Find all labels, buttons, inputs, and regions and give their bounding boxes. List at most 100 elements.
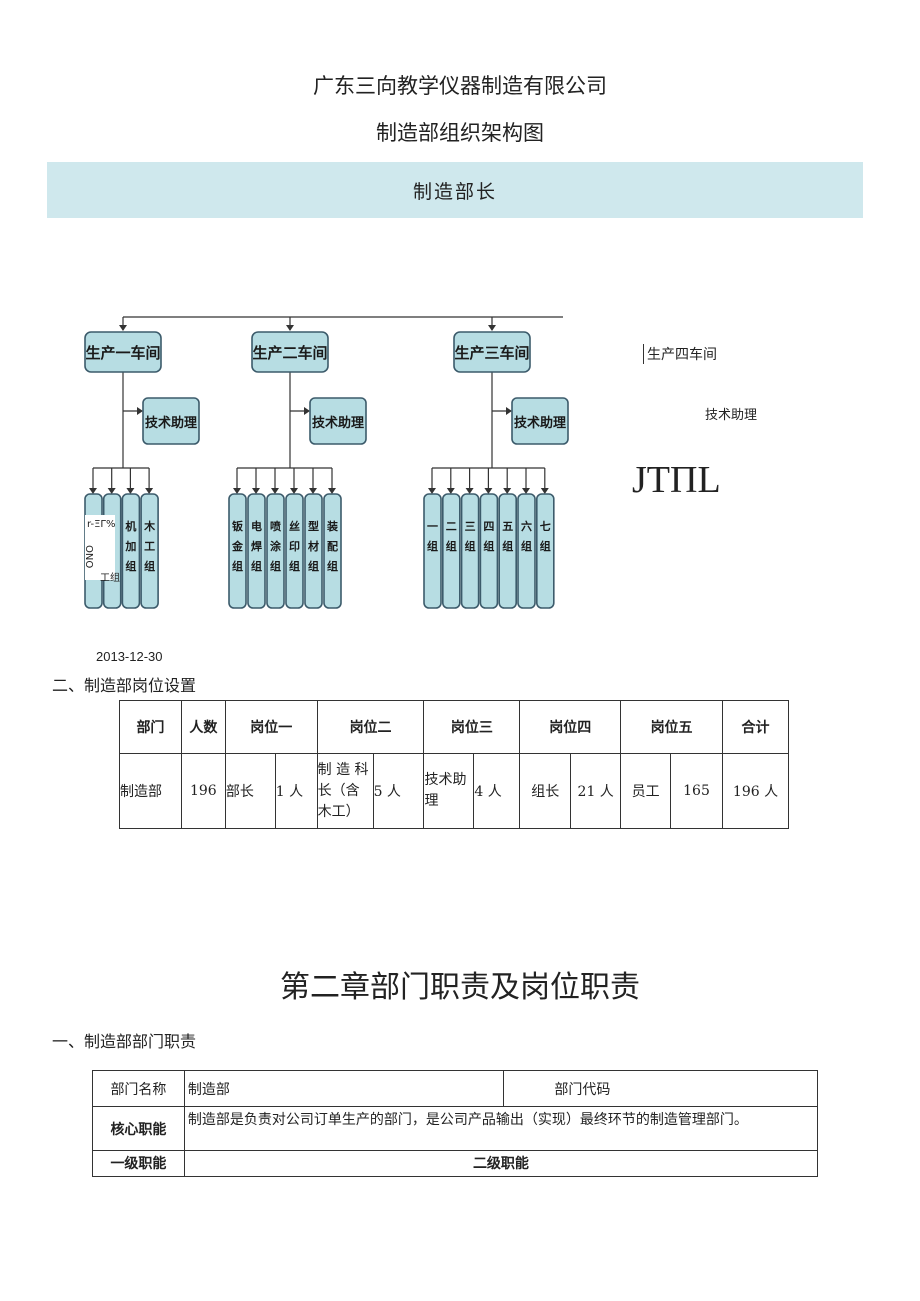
group-label: 组	[502, 539, 513, 553]
group-arrow	[290, 488, 298, 494]
group-arrow	[107, 488, 116, 494]
chapter-title: 第二章部门职责及岗位职责	[280, 970, 640, 1005]
assistant-arrow	[506, 407, 512, 415]
group-label: 组	[232, 559, 243, 573]
group-label: 喷	[270, 519, 281, 533]
group-label: 组	[144, 559, 155, 573]
group-box	[498, 493, 518, 609]
group-box	[247, 493, 266, 609]
core-function-text: 制造部是负责对公司订单生产的部门，是公司产品输出（实现）最终环节的制造管理部门。	[183, 1106, 819, 1151]
group-box	[423, 493, 442, 609]
group-arrow	[89, 488, 97, 494]
table-row: 一级职能 二级职能	[92, 1150, 819, 1177]
group-label: 一	[427, 520, 438, 533]
p3-num-cell: 4 人	[473, 753, 521, 829]
table-row: 制造部 196 部长 1 人 制 造 科 长（含木工） 5 人 技术助理 4 人…	[119, 753, 790, 829]
group-label: 工	[144, 540, 155, 553]
header-cell: 岗位二	[316, 700, 425, 754]
group-label: 组	[289, 559, 300, 573]
assistant-arrow	[304, 407, 310, 415]
group-box	[323, 493, 342, 609]
dept-code-label: 部门代码	[503, 1070, 818, 1107]
header-cell: 岗位三	[423, 700, 521, 754]
group-arrow	[484, 488, 493, 494]
group-box	[479, 493, 499, 609]
group-label: 组	[251, 559, 262, 573]
group-arrow	[271, 488, 279, 494]
workshop-arrow	[119, 325, 127, 331]
p5-name-cell: 员工	[620, 753, 672, 829]
assistant-arrow	[137, 407, 143, 415]
header-cell: 岗位四	[519, 700, 622, 754]
group-label: 组	[308, 559, 319, 573]
assistant-label: 技术助理	[312, 415, 364, 431]
group-arrow	[446, 488, 455, 494]
positions-table: 部门 人数 岗位一 岗位二 岗位三 岗位四 岗位五 合计 制造部 196 部长 …	[119, 700, 790, 829]
level1-label: 一级职能	[92, 1150, 185, 1177]
group-label: 组	[540, 539, 551, 553]
group-label: 涂	[270, 539, 282, 553]
workshop-label: 生产一车间	[85, 344, 160, 362]
group-label: 组	[270, 559, 281, 573]
group-label: 装	[326, 519, 338, 533]
group-arrow	[428, 488, 436, 494]
group-label: 七	[540, 519, 551, 533]
group-arrow	[145, 488, 154, 494]
level2-label: 二级职能	[183, 1150, 819, 1177]
group-label: 组	[327, 559, 338, 573]
workshop-label: 生产三车间	[454, 344, 529, 362]
date-label: 2013-12-30	[96, 649, 163, 664]
header-cell: 岗位一	[224, 700, 318, 754]
p2-name-cell: 制 造 科 长（含木工）	[316, 753, 374, 829]
group-arrow	[503, 488, 512, 494]
group-label: 木	[143, 519, 156, 533]
group-label: 材	[308, 539, 319, 553]
group-label: 配	[327, 539, 338, 553]
workshop-box	[84, 331, 162, 373]
table-header-row: 部门 人数 岗位一 岗位二 岗位三 岗位四 岗位五 合计	[119, 700, 790, 754]
group-label: 金	[231, 539, 244, 553]
group-label: 组	[465, 539, 476, 553]
chart-title: 制造部组织架构图	[376, 121, 544, 145]
assistant-box	[309, 397, 367, 445]
workshop-arrow	[286, 325, 294, 331]
assistant-label: 技术助理	[145, 415, 197, 431]
garbled-overlay	[85, 515, 115, 580]
workshop-arrow	[488, 325, 496, 331]
p4-num-cell: 21 人	[570, 753, 622, 829]
director-label: 制造部长	[412, 180, 497, 203]
company-title: 广东三向教学仪器制造有限公司	[313, 74, 607, 98]
group-label: 组	[446, 539, 457, 553]
workshop-box	[251, 331, 329, 373]
group-box	[517, 493, 536, 609]
group-arrow	[465, 488, 474, 494]
p5-num-cell: 165	[670, 753, 723, 829]
workshop-4-assistant: 技术助理	[705, 408, 758, 423]
section-2-title: 二、制造部岗位设置	[52, 676, 197, 695]
p3-name-cell: 技术助理	[423, 753, 475, 829]
total-cell: 196 人	[721, 753, 790, 829]
group-label: 组	[427, 539, 438, 553]
section-1-title: 一、制造部部门职责	[52, 1032, 197, 1051]
org-chart: 生产一车间技术助理机加组木工组生产二车间技术助理钣金组电焊组喷涂组丝印组型材组装…	[83, 316, 569, 609]
group-label: 丝	[289, 519, 300, 533]
group-arrow	[252, 488, 260, 494]
header-cell: 人数	[180, 700, 226, 754]
assistant-label: 技术助理	[514, 415, 566, 431]
group-label: 焊	[251, 539, 262, 553]
workshop-4-label: 生产四车间	[643, 344, 717, 364]
workshop-box	[453, 331, 531, 373]
group-arrow	[522, 488, 530, 494]
group-arrow	[233, 488, 241, 494]
group-label: 电	[251, 519, 262, 533]
garbled-text: JTΠL	[632, 459, 721, 501]
group-label: 钣	[232, 519, 243, 533]
group-label: 五	[502, 520, 513, 533]
group-box	[285, 493, 304, 609]
group-box	[140, 493, 159, 609]
group-label: 组	[125, 559, 136, 573]
group-arrow	[328, 488, 336, 494]
assistant-box	[142, 397, 200, 445]
group-label: 四	[483, 520, 494, 533]
assistant-box	[511, 397, 569, 445]
